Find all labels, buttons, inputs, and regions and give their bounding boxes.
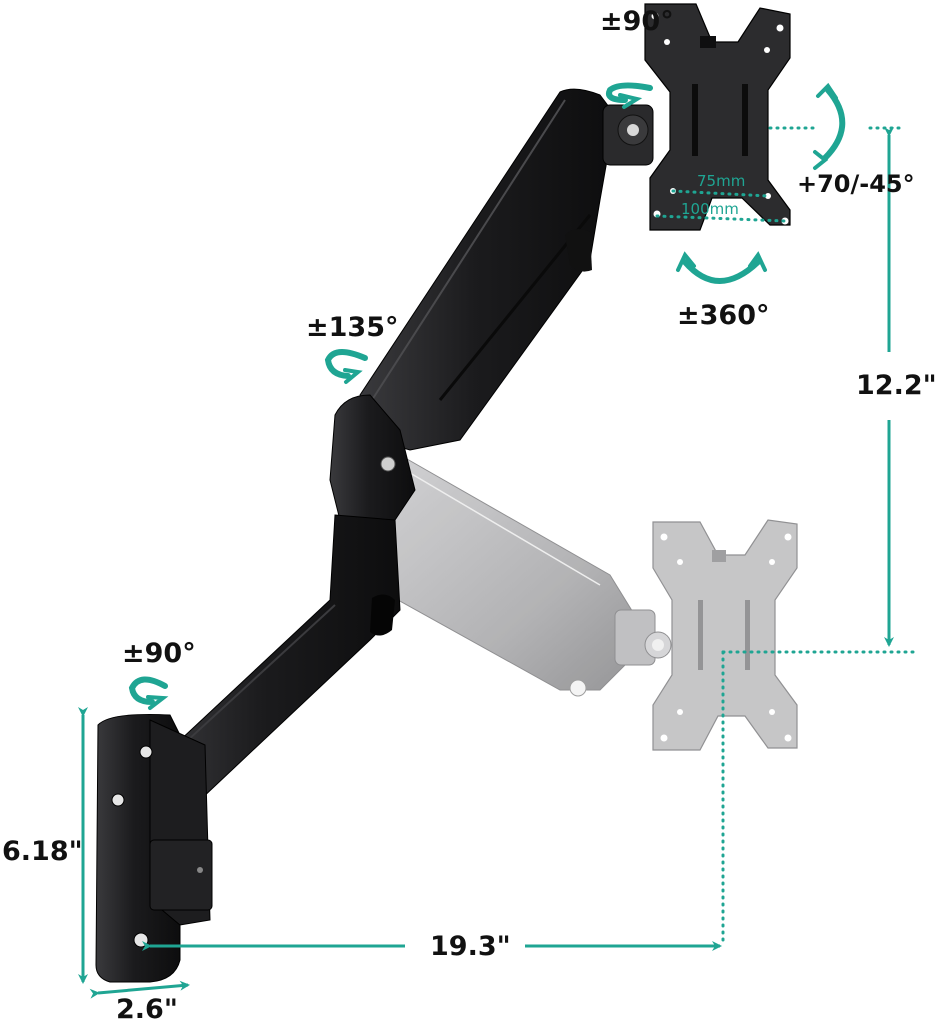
base-height-dimension: 6.18"	[2, 836, 83, 867]
vesa-100-label: 100mm	[681, 200, 739, 218]
rotate-arrow-icon	[128, 82, 653, 710]
tilt-arrow-icon	[813, 82, 846, 170]
extension-dimension: 19.3"	[430, 931, 511, 962]
elbow-rotation-label: ±135°	[306, 312, 399, 343]
base-swivel-label: ±90°	[122, 638, 196, 669]
tilt-label: +70/-45°	[797, 170, 915, 198]
vesa-plate	[644, 3, 791, 231]
rotation-360-label: ±360°	[677, 300, 770, 331]
rotate-360-arrow-icon	[676, 251, 767, 284]
vesa-75-label: 75mm	[697, 172, 746, 190]
height-adjust-dimension: 12.2"	[856, 370, 937, 401]
upper-arm	[329, 88, 654, 521]
wall-base	[95, 713, 213, 983]
ghost-arm	[379, 454, 798, 751]
dimension-arrow-icon	[78, 126, 920, 999]
base-width-dimension: 2.6"	[116, 994, 178, 1025]
vesa-swivel-label: ±90°	[600, 6, 674, 37]
